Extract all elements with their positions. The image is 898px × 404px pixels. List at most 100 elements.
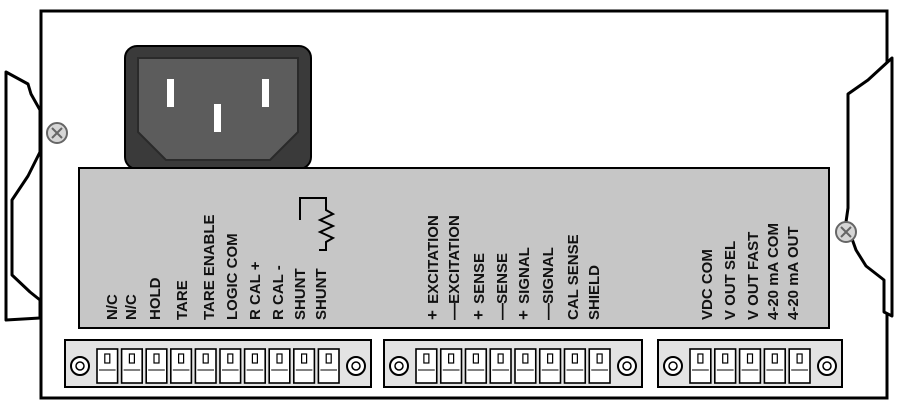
terminal-pin [563,348,587,384]
terminal-pin [145,348,168,384]
terminal-label: VDC COM [697,100,719,320]
terminal-pin-slot [746,353,754,364]
terminal-label-text: LOGIC COM [224,233,241,320]
terminal-label: HOLD [145,100,167,321]
terminal-label-text: TARE ENABLE [201,214,218,320]
terminal-label: — SENSE [491,100,513,320]
terminal-label: N/C [121,100,143,320]
terminal-pin-slot [227,353,234,364]
terminal-pin-slot [522,353,529,364]
terminal-pin-slot [178,353,185,364]
terminal-label-text: SIGNAL [540,247,557,304]
terminal-label: — EXCITATION [443,100,465,320]
terminal-pin [763,348,787,384]
terminal-label-text: EXCITATION [425,215,442,304]
terminal-block-screw-center [351,361,361,371]
terminal-pin [415,348,438,384]
terminal-label: SHIELD [584,100,606,320]
terminal-pin-slot [104,353,111,364]
terminal-pin-slot [251,353,258,364]
terminal-label: TARE [172,100,194,320]
terminal-label-text: V OUT FAST [745,231,762,320]
terminal-label: R CAL + [245,100,267,320]
terminal-label: LOGIC COM [222,100,244,320]
terminal-label-text: SENSE [494,252,511,304]
shunt-resistor-symbol [299,197,336,251]
terminal-pin [788,348,811,384]
terminal-label-text: R CAL - [270,265,287,320]
terminal-pin [439,348,463,384]
terminal-label-text: HOLD [147,277,164,321]
terminal-label: CAL SENSE [563,100,585,320]
polarity-sign: — [492,303,511,320]
left-bracket-screw [46,122,68,144]
terminal-pin [194,348,217,384]
terminal-pin-slot [276,353,283,364]
terminal-label-text: N/C [123,294,140,320]
power-inlet [124,45,312,170]
terminal-pin [243,348,267,384]
terminal-label: 4-20 mA OUT [783,100,805,320]
terminal-label: V OUT FAST [743,100,765,320]
terminal-pin [689,348,712,384]
terminal-label-text: 4-20 mA OUT [785,226,802,320]
terminal-pin-slot [301,353,308,364]
terminal-pin [464,348,488,384]
terminal-label-text: SHUNT [292,268,309,320]
terminal-label: R CAL - [268,100,290,320]
terminal-label-text: SENSE [471,252,488,304]
terminal-block-screw-center [75,361,85,371]
output-terminal-block [657,339,843,388]
terminal-pin-slot [497,353,504,364]
terminal-blocks [64,339,843,388]
terminal-block-screw-center [394,361,404,371]
terminal-pin [538,348,562,384]
terminal-label-text: CAL SENSE [565,234,582,320]
terminal-label: V OUT SEL [720,100,742,320]
terminal-label-text: SHIELD [586,264,603,320]
terminal-pin [120,348,143,384]
terminal-pin-slot [423,353,430,364]
terminal-pin-slot [697,353,704,364]
terminal-pin-slot [771,353,778,364]
terminal-pin-slot [796,353,803,364]
terminal-label-text: 4-20 mA COM [765,223,782,320]
terminal-label-text: EXCITATION [446,215,463,304]
polarity-sign: + [423,310,442,320]
terminal-label: SHUNT [311,100,333,320]
label-panel [78,167,830,329]
terminal-label: 4-20 mA COM [763,100,785,320]
terminal-block-screw-center [668,361,678,371]
bridge-terminal-block [383,339,643,388]
terminal-pin-slot [547,353,554,364]
terminal-pin [713,348,737,384]
control-terminal-block [64,339,372,388]
terminal-pin-slot [448,353,455,364]
terminal-pin [514,348,537,384]
polarity-sign: — [538,303,557,320]
terminal-pin [317,348,340,384]
terminal-label-text: VDC COM [699,249,716,320]
terminal-label-text: R CAL + [247,261,264,320]
terminal-pin-slot [596,353,603,364]
terminal-pin-slot [472,353,479,364]
terminal-pin-slot [202,353,209,364]
terminal-pin [588,348,611,384]
power-pin-left [167,79,174,107]
terminal-pin [489,348,512,384]
terminal-label: — SIGNAL [537,100,559,320]
terminal-pin-slot [325,353,332,364]
terminal-pin [96,348,119,384]
terminal-pin [292,348,316,384]
terminal-label-text: TARE [174,280,191,320]
terminal-label-text: SIGNAL [516,247,533,304]
terminal-label-text: N/C [104,294,121,320]
terminal-label: + SENSE [468,100,490,320]
terminal-pin [219,348,242,384]
terminal-label: TARE ENABLE [199,100,221,320]
terminal-label-text: SHUNT [313,268,330,320]
left-mounting-bracket [4,70,68,322]
polarity-sign: + [469,310,488,320]
